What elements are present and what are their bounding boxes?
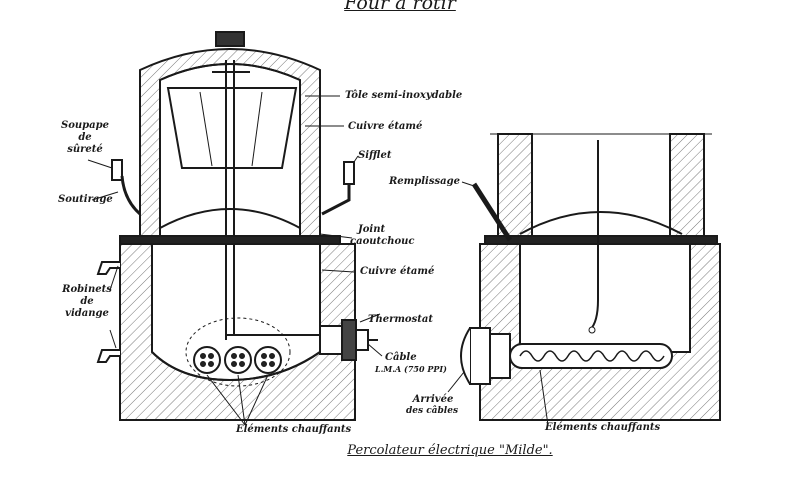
elements-outline (185, 317, 291, 387)
label-remplissage: Remplissage (389, 176, 460, 187)
heating-element-2 (224, 346, 252, 374)
right-joint-band (484, 235, 718, 245)
right-leaders (447, 181, 549, 426)
lower-tank (151, 244, 321, 382)
label-soupape-2: de (78, 132, 92, 143)
middle-dome (159, 208, 301, 229)
label-tole: Tôle semi-inoxydable (345, 90, 463, 101)
label-sifflet: Sifflet (358, 150, 392, 161)
label-soutirage: Soutirage (58, 194, 113, 205)
cap-knob (215, 31, 245, 47)
heating-element-1 (193, 346, 221, 374)
label-soupape-1: Soupape (61, 120, 109, 131)
label-joint-2: caoutchouc (350, 236, 415, 247)
label-robinets-2: de (80, 296, 94, 307)
fill-pipe (471, 182, 513, 242)
right-upper-wall-left (497, 133, 533, 239)
drain-tap-2 (96, 349, 120, 363)
label-elements-right: Eléments chauffants (545, 422, 661, 433)
right-lower-shell (479, 243, 721, 421)
cable-inlet-box (489, 333, 511, 379)
thermostat-head (341, 319, 357, 361)
heating-element-3 (254, 346, 282, 374)
right-apparatus (460, 133, 721, 421)
label-thermostat: Thermostat (368, 314, 433, 325)
joint-band (119, 235, 341, 245)
label-arrivee-2: des câbles (405, 406, 459, 416)
label-elements-left: Eléments chauffants (236, 424, 352, 435)
label-cuivre-etame-top: Cuivre étamé (348, 121, 423, 132)
right-heating-element (509, 343, 673, 369)
drain-pipe (120, 175, 142, 216)
left-apparatus (96, 31, 378, 421)
label-arrivee-1: Arrivée (412, 394, 454, 405)
whistle (343, 161, 355, 185)
drain-tap-1 (96, 261, 120, 275)
inner-dome (159, 63, 301, 81)
label-robinets-3: vidange (65, 308, 109, 319)
page-title: Four à rôtir (344, 0, 456, 14)
safety-valve (111, 159, 123, 181)
right-dome (519, 211, 683, 235)
upper-basket (166, 87, 298, 169)
label-robinets-1: Robinets (62, 284, 112, 295)
right-lower-tank (519, 244, 691, 353)
figure-caption: Percolateur électrique "Milde". (347, 443, 553, 458)
label-joint-1: Joint (358, 224, 386, 235)
label-cable-1: Câble (385, 352, 417, 363)
cable-inlet-cap (460, 327, 471, 385)
label-soupape-3: sûreté (67, 144, 103, 155)
thermostat-body (319, 325, 343, 355)
right-upper-wall-right (669, 133, 705, 239)
left-leaders (87, 95, 383, 426)
heating-coil (519, 350, 665, 362)
label-cuivre-etame-mid: Cuivre étamé (360, 266, 435, 277)
label-cable-2: L.M.A (750 PPI) (375, 364, 447, 374)
